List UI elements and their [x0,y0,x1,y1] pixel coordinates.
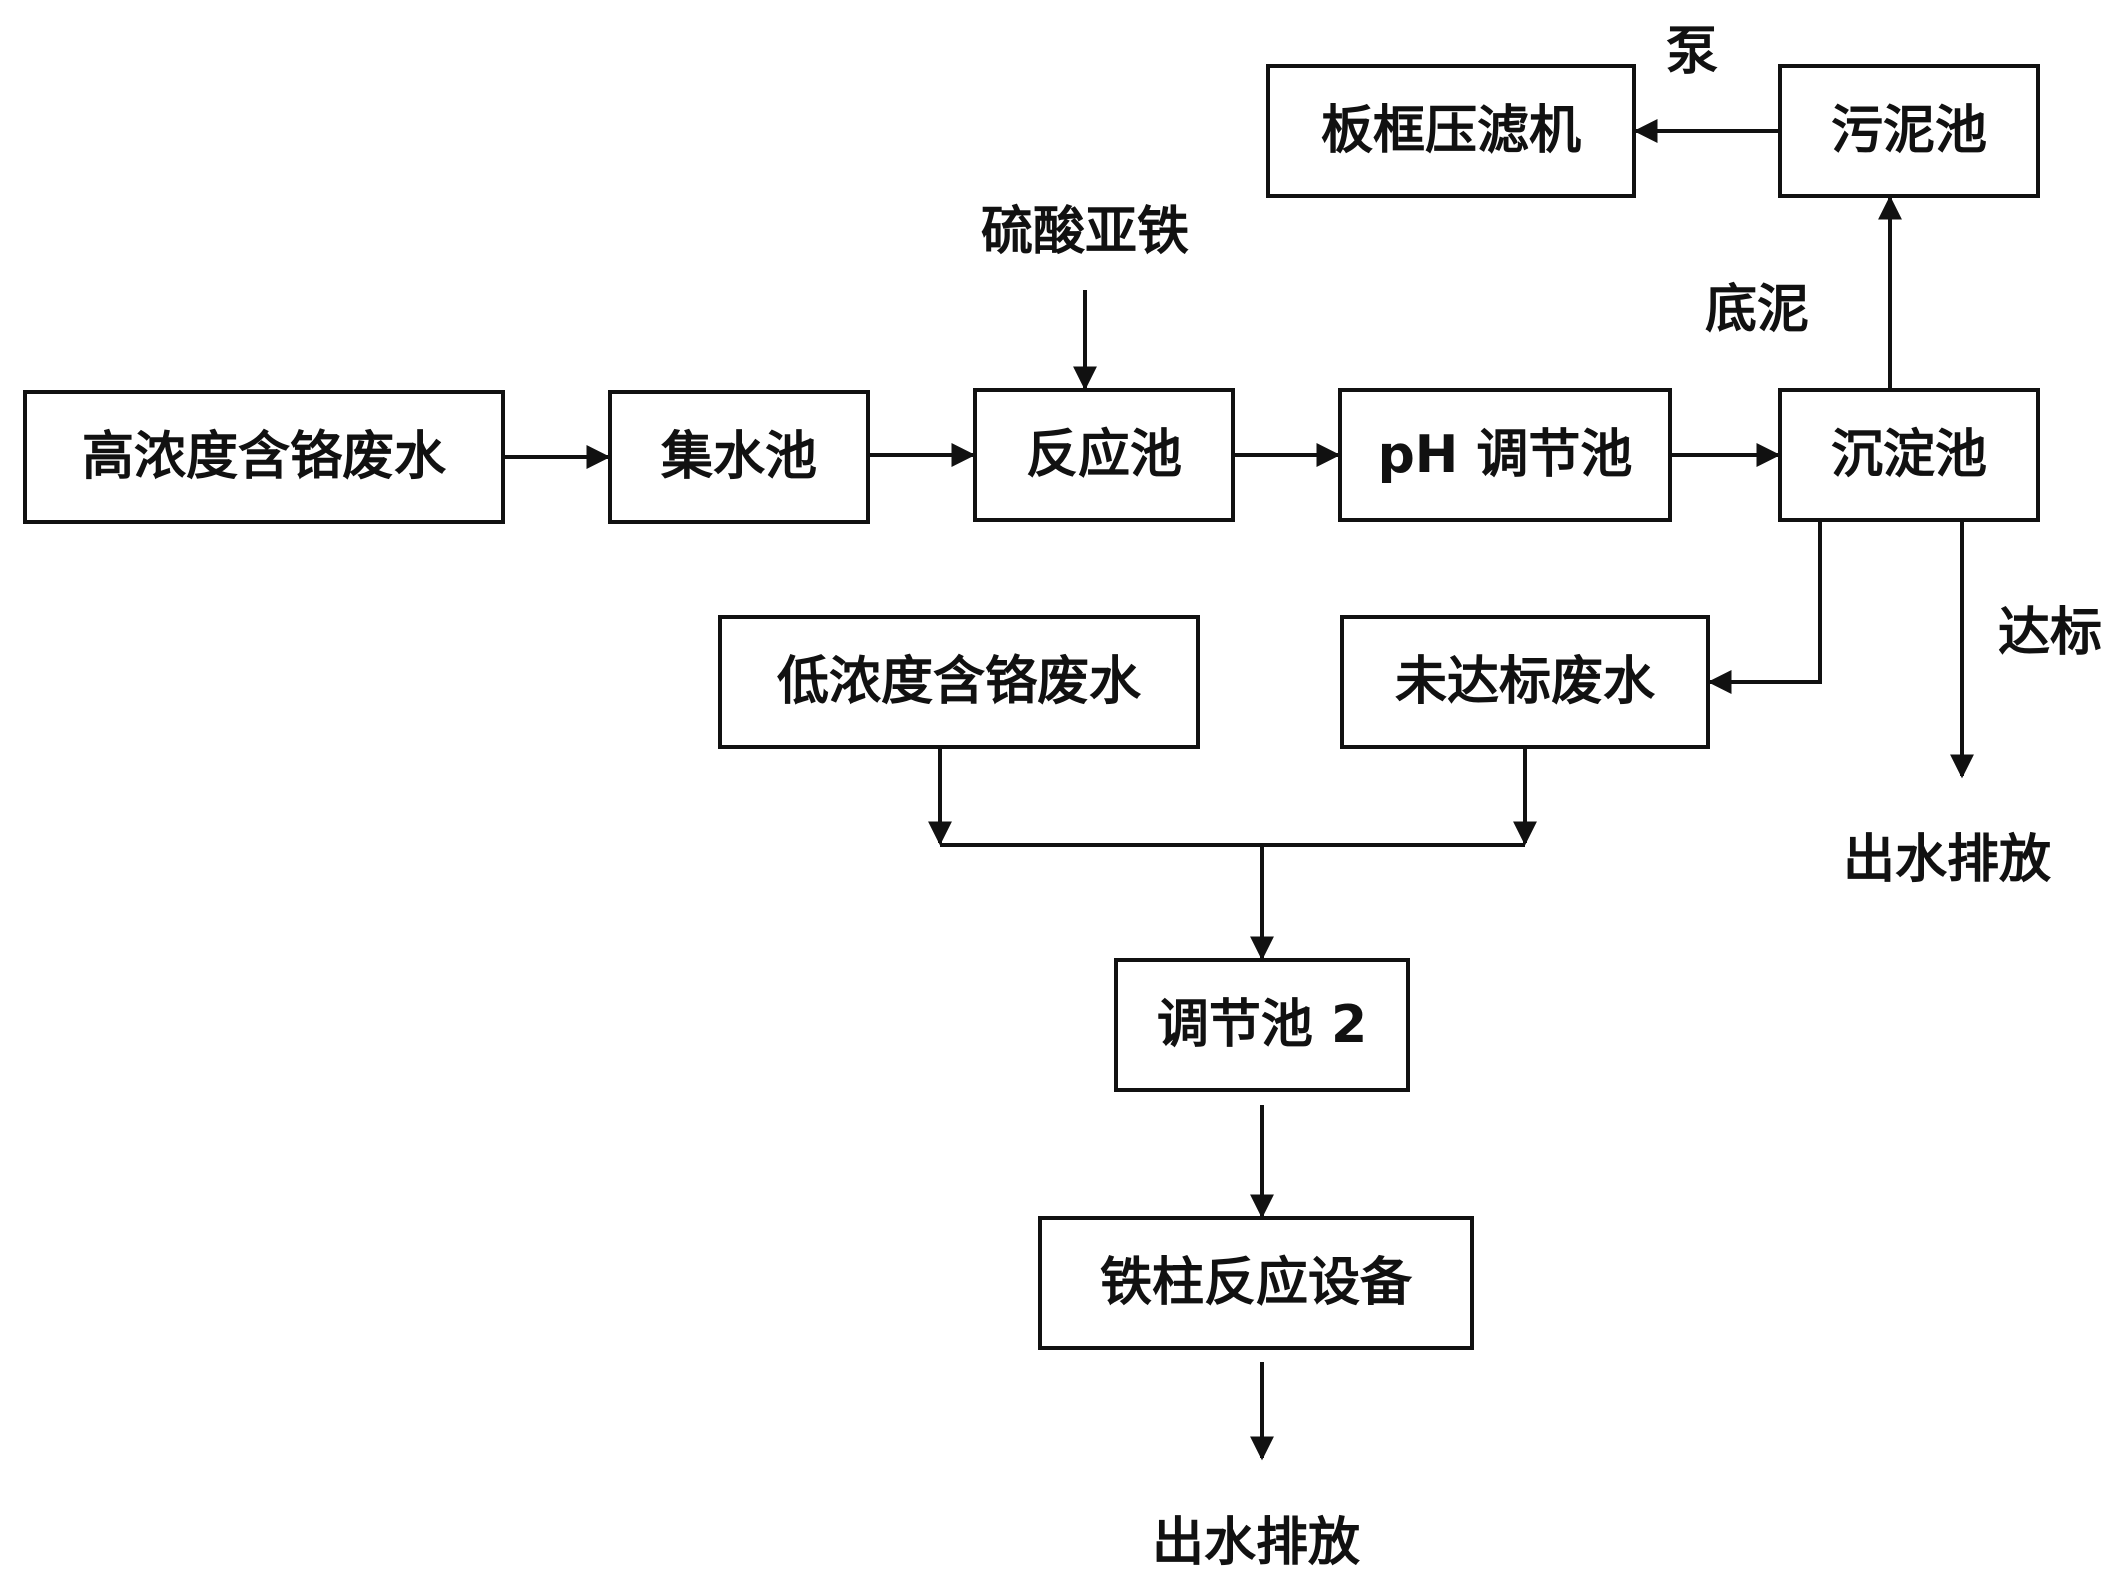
node-filter-press-label: 板框压滤机 [1321,101,1581,161]
node-adjust-tank-2: 调节池 2 [1114,958,1410,1092]
label-meets-standard: 达标 [1998,603,2102,663]
node-iron-column-reactor: 铁柱反应设备 [1038,1216,1474,1350]
node-substandard-wastewater-label: 未达标废水 [1395,652,1656,712]
node-reaction-tank-label: 反应池 [1026,425,1182,485]
node-high-conc-wastewater: 高浓度含铬废水 [23,390,505,524]
node-low-conc-wastewater: 低浓度含铬废水 [718,615,1200,749]
label-bottom-sludge: 底泥 [1705,280,1809,340]
node-substandard-wastewater: 未达标废水 [1340,615,1710,749]
node-ph-adjust-tank: pH 调节池 [1338,388,1672,522]
node-iron-column-reactor-label: 铁柱反应设备 [1100,1253,1413,1313]
node-sludge-tank: 污泥池 [1778,64,2040,198]
node-reaction-tank: 反应池 [973,388,1235,522]
arrow-sedimentation-to-substandard [1707,520,1822,694]
label-pump: 泵 [1666,22,1718,82]
node-collection-tank-label: 集水池 [660,427,817,487]
node-low-conc-wastewater-label: 低浓度含铬废水 [777,652,1142,712]
node-sedimentation-tank: 沉淀池 [1778,388,2040,522]
node-filter-press: 板框压滤机 [1266,64,1636,198]
node-high-conc-wastewater-label: 高浓度含铬废水 [82,427,447,487]
node-ph-adjust-tank-label: pH 调节池 [1378,425,1633,485]
label-ferrous-sulfate: 硫酸亚铁 [981,202,1189,262]
node-adjust-tank-2-label: 调节池 2 [1157,995,1367,1055]
node-collection-tank: 集水池 [608,390,870,524]
node-sedimentation-tank-label: 沉淀池 [1831,425,1987,485]
label-discharge-top: 出水排放 [1843,830,2051,890]
node-sludge-tank-label: 污泥池 [1831,101,1987,161]
label-discharge-bottom: 出水排放 [1152,1513,1360,1573]
